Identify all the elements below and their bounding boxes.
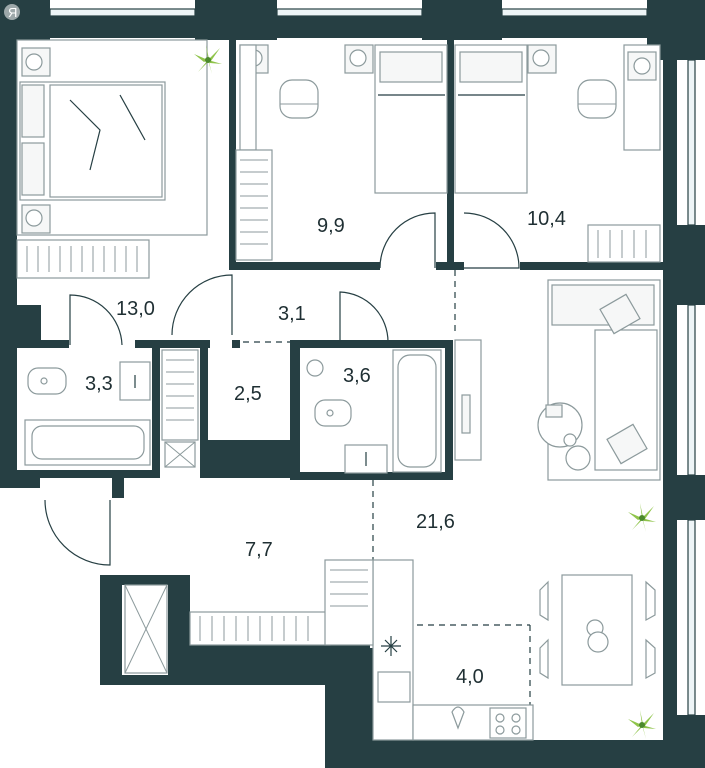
bed-icon bbox=[19, 81, 166, 201]
bed-icon bbox=[454, 44, 528, 194]
bed-icon bbox=[374, 44, 448, 194]
bathroom-1-fixtures bbox=[24, 361, 151, 466]
area-label-hallway: 7,7 bbox=[245, 539, 273, 561]
toilet-icon bbox=[314, 399, 352, 427]
bedroom-3-furniture bbox=[454, 44, 661, 263]
plant-icon bbox=[628, 503, 656, 532]
master-bedroom-furniture bbox=[16, 39, 208, 279]
plant-icon bbox=[628, 710, 656, 739]
bathroom-2-fixtures bbox=[306, 339, 482, 474]
area-label-corridor: 3,1 bbox=[278, 303, 306, 325]
plant-icon bbox=[194, 45, 222, 74]
wardrobe-fixtures bbox=[161, 349, 199, 468]
living-room-furniture bbox=[537, 279, 661, 686]
area-label-bathroom-1: 3,3 bbox=[85, 373, 113, 395]
area-label-bathroom-2: 3,6 bbox=[343, 365, 371, 387]
kitchen-fixtures bbox=[372, 559, 534, 741]
chair-icon bbox=[279, 79, 319, 119]
hallway-fixtures bbox=[124, 559, 374, 674]
drain-icon bbox=[306, 359, 324, 377]
stove-icon bbox=[489, 707, 527, 739]
table-icon bbox=[537, 402, 591, 471]
area-label-living-room: 21,6 bbox=[416, 511, 455, 533]
sink-icon bbox=[377, 671, 411, 703]
sink-icon bbox=[344, 444, 388, 474]
doors bbox=[44, 212, 520, 566]
watermark-logo: Я bbox=[4, 4, 20, 20]
sink-icon bbox=[119, 361, 151, 401]
toilet-icon bbox=[27, 367, 67, 395]
area-label-wardrobe: 2,5 bbox=[234, 383, 262, 405]
sofa-icon bbox=[547, 279, 661, 481]
area-label-bedroom-3: 10,4 bbox=[527, 208, 566, 230]
area-label-bedroom-2: 9,9 bbox=[317, 215, 345, 237]
area-label-bedroom-master: 13,0 bbox=[116, 298, 155, 320]
area-labels: 13,0 9,9 10,4 3,1 3,3 2,5 3,6 21,6 7,7 4… bbox=[85, 208, 566, 688]
dining-table-icon bbox=[539, 574, 656, 686]
svg-text:Я: Я bbox=[8, 5, 17, 20]
bathtub-icon bbox=[392, 349, 442, 473]
bathtub-icon bbox=[24, 419, 151, 466]
bedroom-2-furniture bbox=[235, 44, 448, 261]
area-label-kitchen: 4,0 bbox=[456, 666, 484, 688]
chair-icon bbox=[577, 79, 617, 119]
